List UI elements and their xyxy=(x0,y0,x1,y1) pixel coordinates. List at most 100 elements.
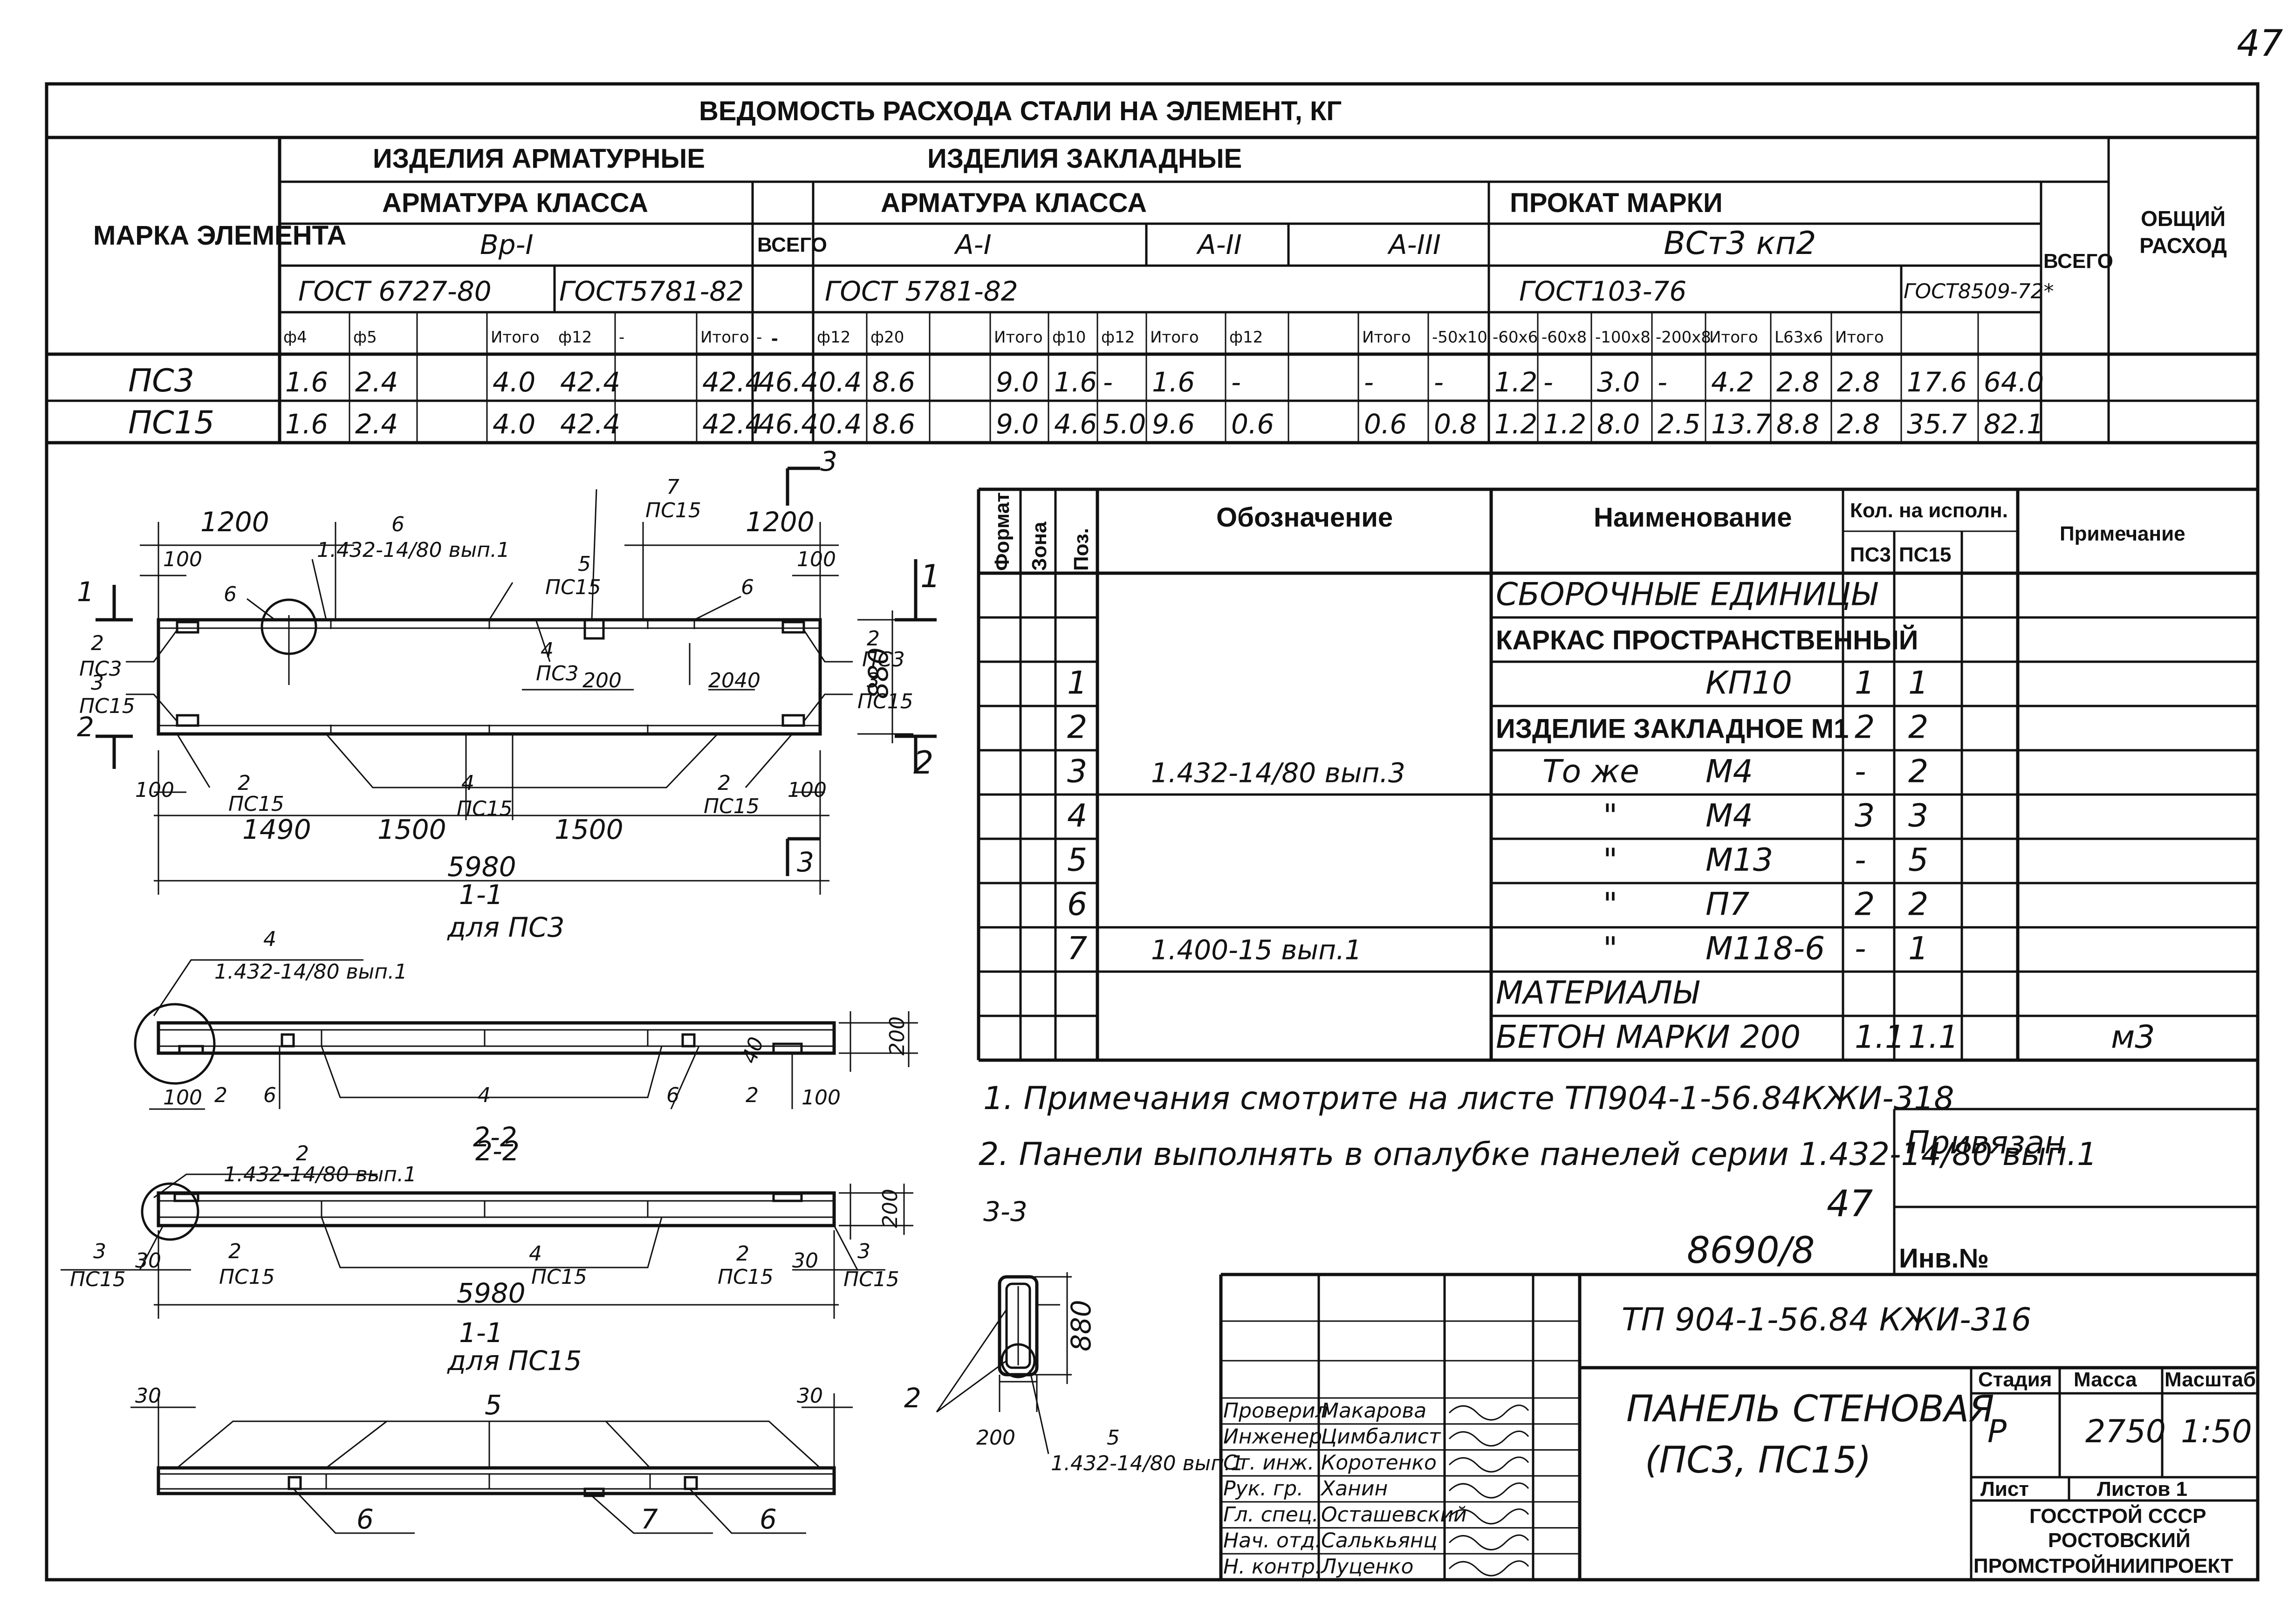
steel-cell: 2.8 xyxy=(1776,366,1819,398)
steel-cell: 4.0 xyxy=(493,408,535,440)
dim-200-sec33: 200 xyxy=(976,1426,1015,1450)
org-line-1: ГОССТРОЙ СССР xyxy=(2029,1504,2206,1528)
role-title: Н. контр. xyxy=(1223,1555,1322,1578)
steel-col-header: ф20 xyxy=(870,328,904,347)
lbl-2-br: 2 xyxy=(718,771,731,795)
steel-cell: 0.4 xyxy=(819,408,862,440)
ref-series-top: 1.432-14/80 вып.1 xyxy=(317,538,510,562)
steel-cell: 8.6 xyxy=(872,408,915,440)
spec-name-2: М13 xyxy=(1706,842,1773,878)
dim-1490: 1490 xyxy=(242,814,311,845)
spec-qty-ps3: 3 xyxy=(1855,797,1875,834)
binding-label: Привязан xyxy=(1906,1124,2065,1161)
caption-3-3: 3-3 xyxy=(983,1196,1028,1227)
lbl-4-top: 4 xyxy=(541,638,554,662)
spec-name: ИЗДЕЛИЕ ЗАКЛАДНОЕ М1 xyxy=(1496,713,1849,744)
steel-cell: 1.2 xyxy=(1494,408,1537,440)
dim-1500-a: 1500 xyxy=(377,814,446,845)
spec-qty-ps3: - xyxy=(1855,842,1866,878)
section-1-right: 1 xyxy=(920,558,940,595)
steel-col-header: Итого xyxy=(700,328,749,347)
header-designation: Обозначение xyxy=(1216,502,1393,533)
steel-col-header: Итого xyxy=(1150,328,1199,347)
spec-qty-ps15: 3 xyxy=(1908,797,1928,834)
lbl-2-mid-b: 2 xyxy=(746,1083,759,1107)
steel-cell: 1.6 xyxy=(1152,366,1195,398)
spec-qty-ps3: - xyxy=(1855,930,1866,967)
steel-table-title: ВЕДОМОСТЬ РАСХОДА СТАЛИ НА ЭЛЕМЕНТ, КГ xyxy=(699,96,1342,126)
steel-cell: 2.8 xyxy=(1837,366,1880,398)
steel-col-header: ф12 xyxy=(558,328,592,347)
spec-qty-ps3: - xyxy=(1855,753,1866,790)
panel-elevation-ps3: 1200 1200 100 100 100 100 1490 1500 1500… xyxy=(77,445,940,943)
rebar-total-header: ВСЕГО xyxy=(757,233,827,256)
steel-cell: 46.4 xyxy=(758,408,818,440)
steel-cell: 42.4 xyxy=(560,408,620,440)
dim-40-mid: 40 xyxy=(737,1034,768,1067)
steel-col-header: L63х6 xyxy=(1774,328,1823,347)
class-a1: А-I xyxy=(953,229,992,260)
lbl-3-l: 3 xyxy=(91,671,104,695)
role-person: Салькьянц xyxy=(1321,1529,1437,1553)
lbl-7-ps15: ПС15 xyxy=(645,499,701,522)
lbl-2-low: 2 xyxy=(296,1142,309,1165)
spec-name-2: М4 xyxy=(1706,753,1753,790)
dim-880-sec33: 880 xyxy=(1065,1300,1097,1351)
spec-qty-ps15: 1.1 xyxy=(1908,1019,1959,1055)
gost-5781-b: ГОСТ 5781-82 xyxy=(825,275,1018,307)
lbl-5-ps15: ПС15 xyxy=(545,576,601,599)
caption-1-1-ps3: 1-1 xyxy=(459,879,503,911)
spec-name: БЕТОН МАРКИ 200 xyxy=(1496,1019,1801,1055)
steel-col-header: ф12 xyxy=(817,328,850,347)
note-1: 1. Примечания смотрите на листе ТП904-1-… xyxy=(983,1080,1954,1117)
binding-block: Привязан Инв.№ xyxy=(1893,1108,2258,1276)
spec-name: " xyxy=(1603,886,1617,923)
header-format: Формат xyxy=(991,492,1014,571)
steel-col-header: ф12 xyxy=(1229,328,1263,347)
dim-200: 200 xyxy=(582,669,622,692)
rebar-class-value: Вр-I xyxy=(480,229,534,260)
lbl-ps15-low-4: ПС15 xyxy=(531,1265,587,1289)
steel-cell: 17.6 xyxy=(1907,366,1967,398)
signature-scribble xyxy=(1448,1430,1529,1447)
gost-5781-a: ГОСТ5781-82 xyxy=(559,275,744,307)
dim-30-low-a: 30 xyxy=(135,1249,161,1273)
note-2: 2. Панели выполнять в опалубке панелей с… xyxy=(979,1136,2097,1173)
lbl-2-r: 2 xyxy=(867,627,880,651)
rebar-total-dash: - xyxy=(771,327,778,349)
title-name-1: ПАНЕЛЬ СТЕНОВАЯ xyxy=(1626,1388,1994,1430)
steel-cell: - xyxy=(1364,366,1374,398)
mass-header: Масса xyxy=(2074,1368,2137,1391)
inv-label: Инв.№ xyxy=(1899,1243,1989,1274)
outer-frame xyxy=(45,82,2260,1582)
group-embedded: ИЗДЕЛИЯ ЗАКЛАДНЫЕ xyxy=(927,144,1242,174)
dim-100-mid-a: 100 xyxy=(163,1086,202,1110)
lbl-4-ps3: ПС3 xyxy=(536,662,579,685)
embedded-rebar-class-label: АРМАТУРА КЛАССА xyxy=(881,188,1147,218)
section-3-3: 4 880 2 200 5 1.432-14/80 вып.1 xyxy=(904,1272,1244,1475)
lbl-2-bl: 2 xyxy=(238,771,251,795)
steel-col-header: - xyxy=(756,328,762,347)
rebar-class-label: АРМАТУРА КЛАССА xyxy=(382,188,648,218)
steel-cell: 4.2 xyxy=(1711,366,1754,398)
steel-col-header: ф4 xyxy=(283,328,307,347)
lbl-ps3-r: ПС3 xyxy=(862,648,905,672)
archive-number: 8690/8 xyxy=(1687,1230,1815,1272)
lbl-2-mid: 2 xyxy=(214,1083,227,1107)
steel-col-header: ф12 xyxy=(1101,328,1135,347)
steel-cell: 4.6 xyxy=(1054,408,1097,440)
spec-name-2: М4 xyxy=(1706,797,1753,834)
ref-low: 1.432-14/80 вып.1 xyxy=(224,1163,417,1186)
lbl-2-low-r: 2 xyxy=(736,1242,749,1266)
spec-qty-ps15: 2 xyxy=(1908,753,1928,790)
steel-cell: 4.0 xyxy=(493,366,535,398)
lbl-2-bl-ps15: ПС15 xyxy=(228,792,284,816)
spec-pos: 5 xyxy=(1067,842,1087,878)
steel-cell: 1.6 xyxy=(285,366,328,398)
steel-col-header: Итого xyxy=(1835,328,1884,347)
role-title: Рук. гр. xyxy=(1223,1477,1303,1501)
steel-cell: 0.8 xyxy=(1434,408,1477,440)
title-code: ТП 904-1-56.84 КЖИ-316 xyxy=(1622,1302,2031,1338)
steel-cell: 1.6 xyxy=(1054,366,1097,398)
dim-880: 880 xyxy=(863,647,894,699)
